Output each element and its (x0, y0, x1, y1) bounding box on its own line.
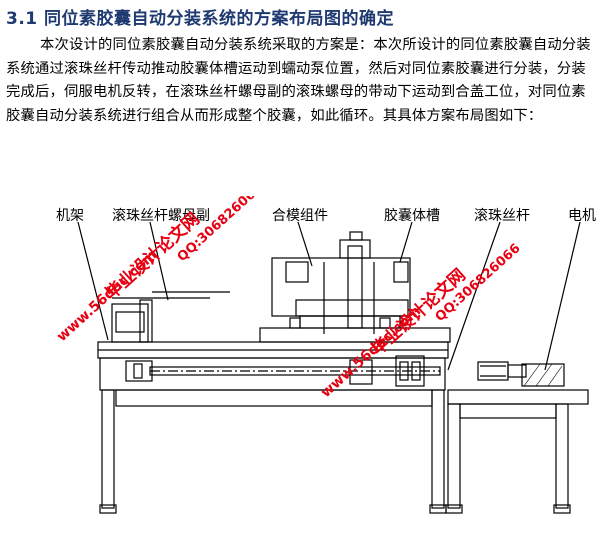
leader-ball-screw (447, 221, 501, 371)
slide-table (259, 327, 451, 343)
label-motor: 电机 (568, 208, 596, 224)
left-unit (111, 303, 149, 343)
layout-drawing: 机架 滚珠丝杆螺母副 合模组件 胶囊体槽 滚珠丝杆 电机 www.56doc.c… (54, 181, 596, 514)
leader-slot (399, 221, 413, 263)
label-closing-assembly: 合模组件 (272, 208, 328, 224)
body-paragraph: 本次设计的同位素胶囊自动分装系统采取的方案是：本次所设计的同位素胶囊自动分装系统… (6, 34, 596, 128)
foot-left (99, 504, 117, 514)
motor-body (521, 363, 565, 387)
leader-screw-nut (149, 221, 169, 301)
frame-leg-left (101, 389, 115, 509)
frame-leg-mid (431, 389, 445, 509)
bearing-block-left (125, 360, 153, 382)
top-cylinder (339, 239, 371, 259)
right-leg-left (447, 403, 461, 509)
paragraph-text: 本次设计的同位素胶囊自动分装系统采取的方案是：本次所设计的同位素胶囊自动分装系统… (6, 37, 591, 124)
leader-closing (297, 221, 313, 267)
label-frame: 机架 (56, 208, 84, 224)
screw-nut (349, 359, 373, 385)
label-capsule-slot: 胶囊体槽 (384, 207, 440, 224)
section-heading: 3.1 同位素胶囊自动分装系统的方案布局图的确定 (6, 9, 395, 29)
leader-motor (544, 221, 581, 371)
label-ball-screw: 滚珠丝杆 (474, 207, 530, 224)
right-leg-right (555, 403, 569, 509)
layout-figure: 机架 滚珠丝杆螺母副 合模组件 胶囊体槽 滚珠丝杆 电机 www.56doc.c… (0, 181, 602, 556)
label-ball-screw-nut: 滚珠丝杆螺母副 (112, 207, 210, 224)
frame-lower-beam (115, 389, 433, 407)
support-left (139, 299, 153, 343)
right-frame-top (447, 389, 589, 405)
closing-assembly (271, 257, 411, 317)
bearing-block-right (395, 355, 425, 387)
coupling (477, 361, 509, 381)
leader-frame (77, 221, 109, 341)
